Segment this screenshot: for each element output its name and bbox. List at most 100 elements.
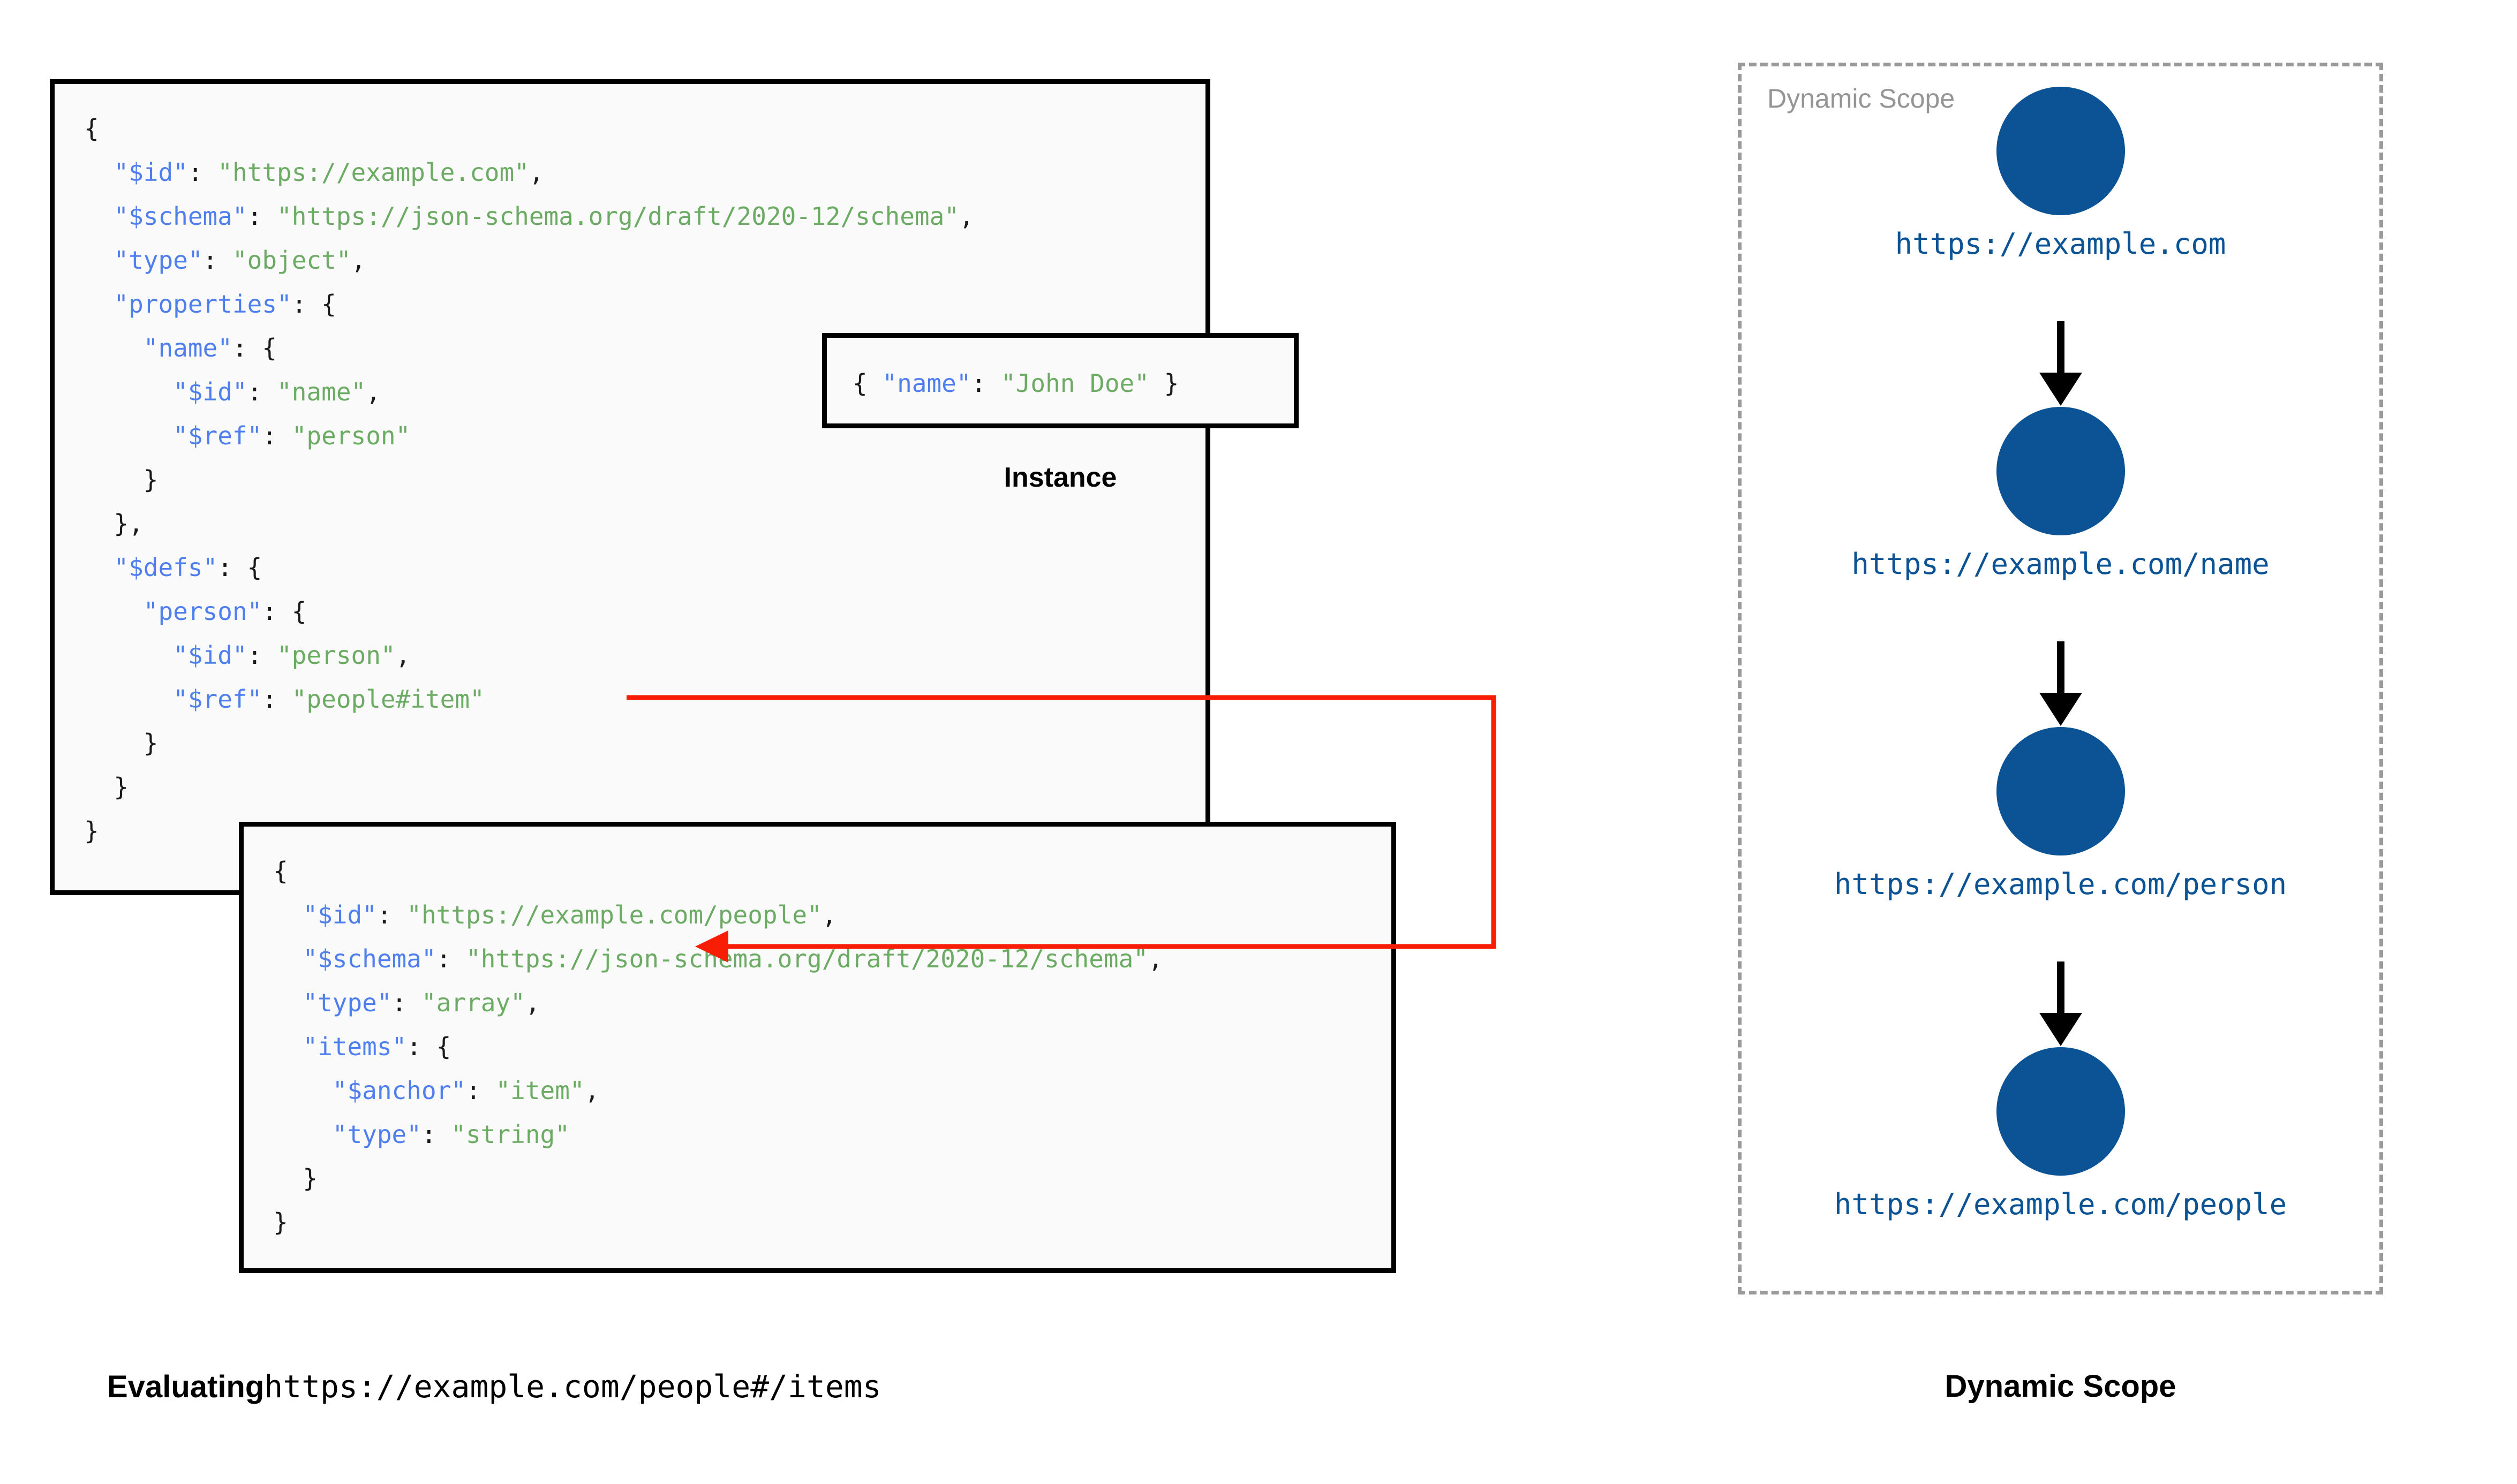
- code-line: "type": "array",: [273, 981, 1163, 1025]
- scope-node-circle: [1996, 407, 2125, 535]
- scope-node-label: https://example.com/person: [1834, 867, 2287, 901]
- code-line: }: [84, 765, 974, 809]
- code-token: "people#item": [291, 685, 485, 714]
- code-token: :: [247, 641, 277, 670]
- code-token: "$schema": [303, 944, 436, 973]
- scope-node-3: https://example.com/people: [1738, 1047, 2383, 1221]
- code-line: }: [84, 721, 974, 765]
- code-token: "$id": [303, 900, 377, 929]
- dynamic-scope-caption: Dynamic Scope: [1945, 1369, 2176, 1404]
- code-token: },: [114, 509, 144, 538]
- code-line: "type": "object",: [84, 238, 974, 282]
- code-token: "$ref": [173, 421, 262, 450]
- code-token: : {: [262, 597, 307, 626]
- code-token: }: [303, 1164, 318, 1193]
- code-token: "https://example.com/people": [406, 900, 822, 929]
- code-token: :: [391, 988, 421, 1017]
- code-token: "item": [495, 1076, 585, 1105]
- code-token: }: [1149, 369, 1179, 398]
- code-token: }: [273, 1208, 288, 1237]
- code-token: ,: [525, 988, 540, 1017]
- code-token: }: [114, 773, 129, 801]
- code-line: },: [84, 502, 974, 546]
- code-line: "$ref": "person": [84, 414, 974, 458]
- code-token: {: [853, 369, 883, 398]
- code-line: { "name": "John Doe" }: [853, 361, 1179, 405]
- code-token: "https://json-schema.org/draft/2020-12/s…: [277, 202, 959, 231]
- code-token: :: [971, 369, 1001, 398]
- evaluating-caption-uri: https://example.com/people#/items: [264, 1368, 881, 1405]
- down-arrow-icon: [2039, 321, 2082, 406]
- code-token: :: [436, 944, 466, 973]
- code-line: "$defs": {: [84, 546, 974, 589]
- scope-node-label: https://example.com: [1895, 227, 2226, 261]
- people-schema-box: { "$id": "https://example.com/people", "…: [239, 822, 1396, 1273]
- evaluating-caption-bold: Evaluating: [107, 1369, 265, 1404]
- scope-node-circle: [1996, 1047, 2125, 1176]
- code-line: "$schema": "https://json-schema.org/draf…: [273, 937, 1163, 981]
- root-schema-code: { "$id": "https://example.com", "$schema…: [84, 107, 974, 853]
- code-token: ,: [351, 246, 366, 275]
- code-token: ,: [822, 900, 837, 929]
- code-token: "$id": [114, 158, 188, 187]
- scope-arrow-2: [1738, 961, 2383, 1050]
- code-token: :: [202, 246, 232, 275]
- scope-arrow-0: [1738, 321, 2383, 410]
- code-token: "$anchor": [332, 1076, 466, 1105]
- scope-node-label: https://example.com/name: [1851, 547, 2270, 581]
- code-token: :: [262, 685, 292, 714]
- scope-node-circle: [1996, 727, 2125, 855]
- code-token: "John Doe": [1000, 369, 1149, 398]
- code-token: ,: [395, 641, 411, 670]
- evaluating-caption: Evaluatinghttps://example.com/people#/it…: [107, 1368, 881, 1405]
- down-arrow-icon: [2039, 641, 2082, 726]
- code-token: ,: [959, 202, 974, 231]
- code-token: "person": [291, 421, 411, 450]
- code-token: :: [466, 1076, 496, 1105]
- code-token: "name": [882, 369, 971, 398]
- code-line: "$id": "https://example.com/people",: [273, 893, 1163, 937]
- code-line: "$anchor": "item",: [273, 1069, 1163, 1112]
- code-line: }: [84, 809, 974, 853]
- code-line: "$schema": "https://json-schema.org/draf…: [84, 194, 974, 238]
- code-token: : {: [406, 1032, 451, 1061]
- code-token: ,: [366, 377, 381, 406]
- instance-code: { "name": "John Doe" }: [853, 361, 1179, 405]
- code-token: "$defs": [114, 553, 218, 582]
- code-token: ,: [584, 1076, 600, 1105]
- code-token: "type": [114, 246, 203, 275]
- code-token: "properties": [114, 290, 292, 319]
- code-token: :: [262, 421, 292, 450]
- code-token: "type": [303, 988, 392, 1017]
- code-line: "$ref": "people#item": [84, 677, 974, 721]
- code-token: "type": [332, 1120, 421, 1149]
- code-token: "$id": [173, 641, 247, 670]
- scope-node-label: https://example.com/people: [1834, 1187, 2287, 1221]
- code-token: :: [247, 202, 277, 231]
- code-line: }: [273, 1200, 1163, 1244]
- code-token: "$schema": [114, 202, 247, 231]
- code-token: }: [84, 816, 99, 845]
- code-token: "items": [303, 1032, 407, 1061]
- code-token: "https://example.com": [217, 158, 529, 187]
- code-line: "properties": {: [84, 282, 974, 326]
- code-line: "$id": "person",: [84, 633, 974, 677]
- down-arrow-icon: [2039, 961, 2082, 1046]
- code-token: "$ref": [173, 685, 262, 714]
- code-token: ,: [1148, 944, 1163, 973]
- instance-box: { "name": "John Doe" }: [822, 333, 1299, 428]
- scope-arrow-1: [1738, 641, 2383, 730]
- code-token: :: [421, 1120, 451, 1149]
- code-token: : {: [291, 290, 336, 319]
- code-line: "$id": "name",: [84, 370, 974, 414]
- code-token: "object": [232, 246, 351, 275]
- code-token: ,: [529, 158, 544, 187]
- code-line: }: [273, 1156, 1163, 1200]
- code-token: }: [143, 465, 159, 494]
- code-token: "$id": [173, 377, 247, 406]
- code-line: {: [273, 849, 1163, 893]
- people-schema-code: { "$id": "https://example.com/people", "…: [273, 849, 1163, 1244]
- code-token: "name": [277, 377, 366, 406]
- code-line: }: [84, 458, 974, 502]
- dynamic-scope-panel-label: Dynamic Scope: [1767, 84, 1955, 113]
